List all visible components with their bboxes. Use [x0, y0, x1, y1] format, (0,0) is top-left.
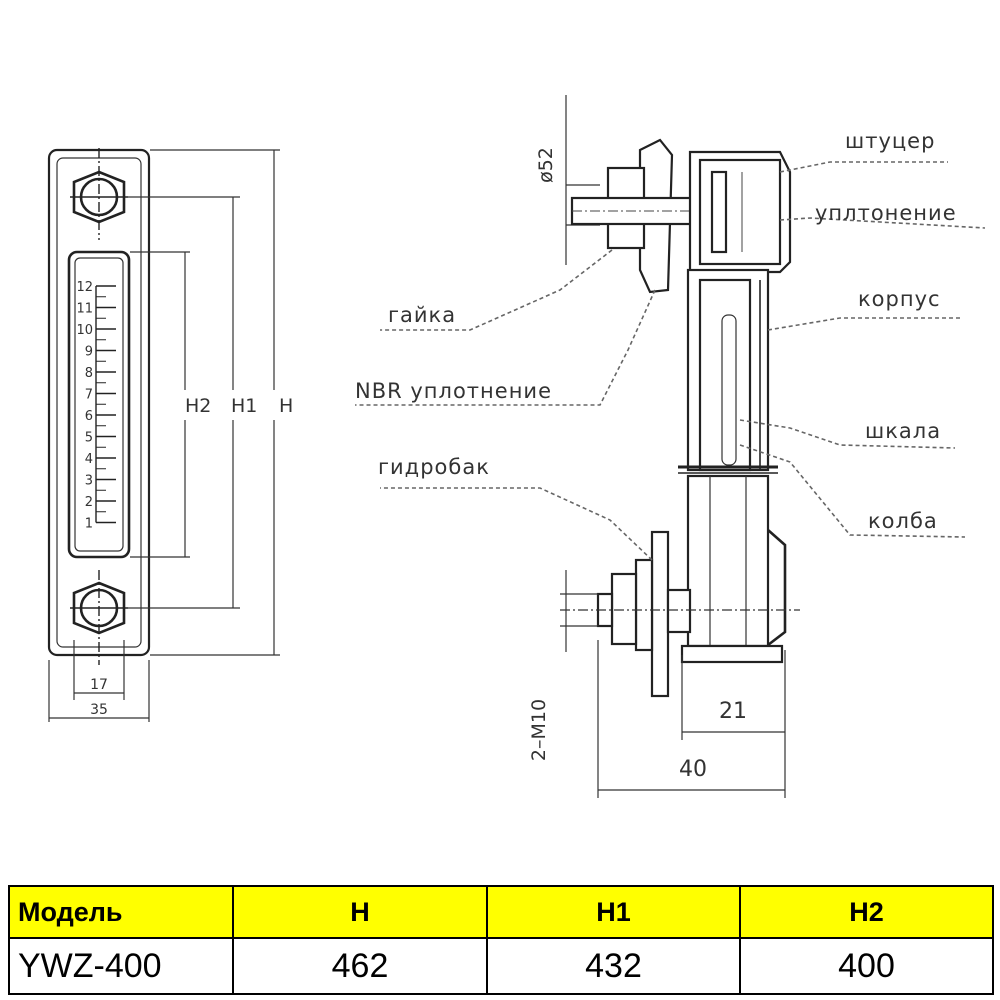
scale-tick-label: 10: [76, 323, 93, 338]
front-view: 12 11 10 9 8 7 6 5 4 3 2 1 H2 H1 H 17 35: [47, 148, 293, 722]
sight-window: [67, 250, 131, 559]
cell-model: YWZ-400: [8, 937, 234, 995]
dim-17-label: 17: [90, 677, 108, 693]
cell-h1: 432: [486, 937, 741, 995]
cell-h2: 400: [739, 937, 994, 995]
dim-h-label: H: [279, 395, 293, 417]
scale-tick-label: 7: [85, 388, 93, 403]
scale-tick-label: 6: [85, 409, 93, 424]
label-bulb: колба: [868, 509, 938, 533]
scale-tick-label: 1: [85, 517, 93, 532]
tank-mounting: 2–M10: [528, 530, 800, 761]
label-housing: корпус: [858, 287, 941, 311]
header-model: Модель: [8, 885, 234, 939]
scale-tick-label: 12: [76, 280, 93, 295]
housing: [678, 268, 787, 664]
label-seal: уплтонение: [815, 201, 957, 225]
scale-tick-label: 11: [76, 302, 93, 317]
dim-thread-label: 2–M10: [528, 699, 550, 761]
dim-35-label: 35: [90, 702, 108, 718]
scale-tick-label: 8: [85, 366, 93, 381]
label-scale: шкала: [865, 419, 941, 443]
side-dimensions: 21 40: [597, 640, 786, 798]
scale-tick-label: 3: [85, 474, 93, 489]
front-dimensions: H2 H1 H 17 35: [48, 149, 293, 722]
scale-tick-label: 2: [85, 495, 93, 510]
label-nbr-seal: NBR уплотнение: [355, 379, 552, 403]
leader-lines: [355, 161, 986, 561]
table-header-row: Модель H H1 H2: [8, 885, 994, 939]
header-h1: H1: [486, 885, 741, 939]
scale-tick-label: 4: [85, 452, 93, 467]
header-h: H: [232, 885, 488, 939]
label-nut: гайка: [388, 303, 456, 327]
label-fitting: штуцер: [845, 129, 935, 153]
scale-tick-label: 9: [85, 345, 93, 360]
top-bolt-icon: [70, 148, 128, 240]
table-row: YWZ-400 462 432 400: [8, 937, 994, 995]
dim-h2-label: H2: [185, 395, 211, 417]
scale-tick-label: 5: [85, 431, 93, 446]
dim-diameter-label: ø52: [535, 147, 557, 183]
front-scale: 12 11 10 9 8 7 6 5 4 3 2 1: [76, 280, 116, 532]
bottom-bolt-icon: [70, 570, 128, 665]
side-view: ø52: [355, 95, 986, 798]
fitting-assembly: [570, 138, 792, 294]
dim-h1-label: H1: [231, 395, 257, 417]
dim-40-label: 40: [679, 757, 707, 782]
dim-21-label: 21: [719, 699, 747, 724]
spec-table: Модель H H1 H2 YWZ-400 462 432 400: [8, 885, 994, 995]
header-h2: H2: [739, 885, 994, 939]
cell-h: 462: [232, 937, 488, 995]
label-tank: гидробак: [378, 455, 490, 479]
